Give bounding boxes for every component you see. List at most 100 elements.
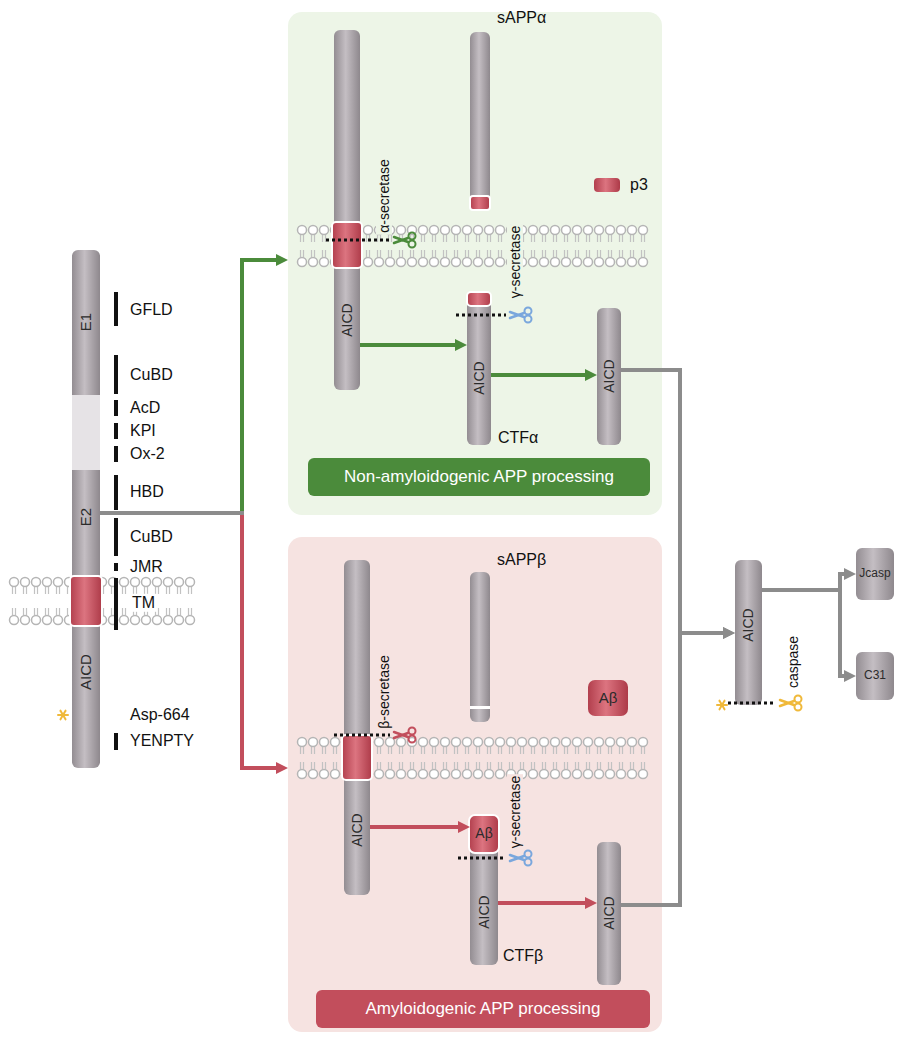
- fragment-name: E1: [77, 313, 94, 331]
- lipid-tail: [48, 608, 49, 616]
- lipid-tail: [644, 746, 645, 754]
- lipid-tail: [490, 746, 491, 754]
- lipid-tail: [15, 586, 16, 594]
- lipid-tail: [37, 586, 38, 594]
- lipid-head: [397, 770, 406, 779]
- fragment-name: AICD: [77, 654, 94, 690]
- lipid-tail: [314, 250, 315, 258]
- lipid-tail: [589, 234, 590, 242]
- lipid-tail: [465, 234, 466, 242]
- lipid-head: [21, 616, 30, 625]
- domain-tick: [114, 518, 118, 556]
- lipid-head: [408, 258, 417, 267]
- protein-bar: [334, 30, 360, 390]
- lipid-tail: [542, 746, 543, 754]
- lipid-tail: [454, 250, 455, 258]
- lipid-tail: [531, 250, 532, 258]
- lipid-tail: [501, 234, 502, 242]
- asterisk-stroke: [61, 711, 66, 720]
- lipid-head: [10, 616, 19, 625]
- lipid-head: [397, 258, 406, 267]
- scissors-handle: [795, 696, 802, 703]
- lipid-head: [617, 738, 626, 747]
- cleavage-site: [458, 857, 506, 860]
- scissors-icon: [780, 696, 802, 711]
- lipid-tail: [509, 762, 510, 770]
- lipid-tail: [553, 250, 554, 258]
- lipid-tail: [490, 762, 491, 770]
- pathway-title: Amyloidogenic APP processing: [316, 990, 650, 1028]
- lipid-tail: [122, 608, 123, 616]
- lipid-tail: [545, 250, 546, 258]
- lipid-head: [131, 616, 140, 625]
- scissors-icon: [394, 233, 416, 248]
- flow-arrow: [360, 343, 455, 347]
- lipid-tail: [23, 586, 24, 594]
- lipid-tail: [188, 586, 189, 594]
- lipid-tail: [498, 250, 499, 258]
- lipid-tail: [325, 762, 326, 770]
- lipid-tail: [23, 608, 24, 616]
- lipid-tail: [630, 746, 631, 754]
- lipid-head: [518, 738, 527, 747]
- scissors-blade: [510, 856, 524, 861]
- lipid-tail: [619, 746, 620, 754]
- scissors-blade: [510, 855, 524, 860]
- scissors-blade: [394, 732, 408, 737]
- lipid-head: [562, 226, 571, 235]
- fragment-name: AICD: [476, 895, 492, 928]
- lipid-tail: [377, 746, 378, 754]
- lipid-head: [397, 738, 406, 747]
- lipid-tail: [421, 234, 422, 242]
- lipid-head: [485, 258, 494, 267]
- lipid-tail: [303, 746, 304, 754]
- scissors-handle: [525, 308, 532, 315]
- lipid-tail: [67, 608, 68, 616]
- lipid-tail: [399, 746, 400, 754]
- lipid-head: [331, 738, 340, 747]
- lipid-head: [639, 770, 648, 779]
- lipid-tail: [12, 608, 13, 616]
- asterisk-stroke: [720, 701, 725, 710]
- lipid-head: [573, 226, 582, 235]
- lipid-tail: [630, 762, 631, 770]
- segment-gap: [470, 706, 490, 709]
- lipid-head: [463, 738, 472, 747]
- domain-tick: [114, 423, 118, 439]
- lipid-tail: [611, 746, 612, 754]
- lipid-tail: [611, 762, 612, 770]
- lipid-tail: [512, 762, 513, 770]
- domain-label: TM: [130, 594, 157, 612]
- fragment-name: AICD: [601, 896, 617, 929]
- lipid-tail: [578, 250, 579, 258]
- transmembrane-domain: [70, 576, 102, 626]
- lipid-tail: [380, 250, 381, 258]
- lipid-head: [43, 578, 52, 587]
- domain-tick: [114, 446, 118, 462]
- lipid-tail: [611, 234, 612, 242]
- lipid-tail: [391, 762, 392, 770]
- lipid-head: [10, 578, 19, 587]
- lipid-tail: [424, 250, 425, 258]
- scissors-icon: [510, 308, 532, 323]
- transmembrane-domain: [342, 735, 372, 780]
- lipid-tail: [446, 762, 447, 770]
- jcasp-fragment: Jcasp: [856, 548, 894, 600]
- lipid-head: [628, 258, 637, 267]
- lipid-tail: [490, 234, 491, 242]
- lipid-tail: [622, 746, 623, 754]
- lipid-head: [441, 770, 450, 779]
- lipid-tail: [446, 234, 447, 242]
- scissors-blade: [780, 700, 794, 705]
- lipid-tail: [435, 234, 436, 242]
- lipid-head: [430, 226, 439, 235]
- lipid-tail: [567, 762, 568, 770]
- fragment-name: Aβ: [475, 825, 492, 841]
- protein-bar: [470, 32, 490, 210]
- lipid-tail: [314, 234, 315, 242]
- lipid-tail: [487, 746, 488, 754]
- enzyme-label: γ-secretase: [507, 774, 523, 850]
- lipid-tail: [644, 250, 645, 258]
- lipid-head: [298, 738, 307, 747]
- scissors-blade: [394, 237, 408, 242]
